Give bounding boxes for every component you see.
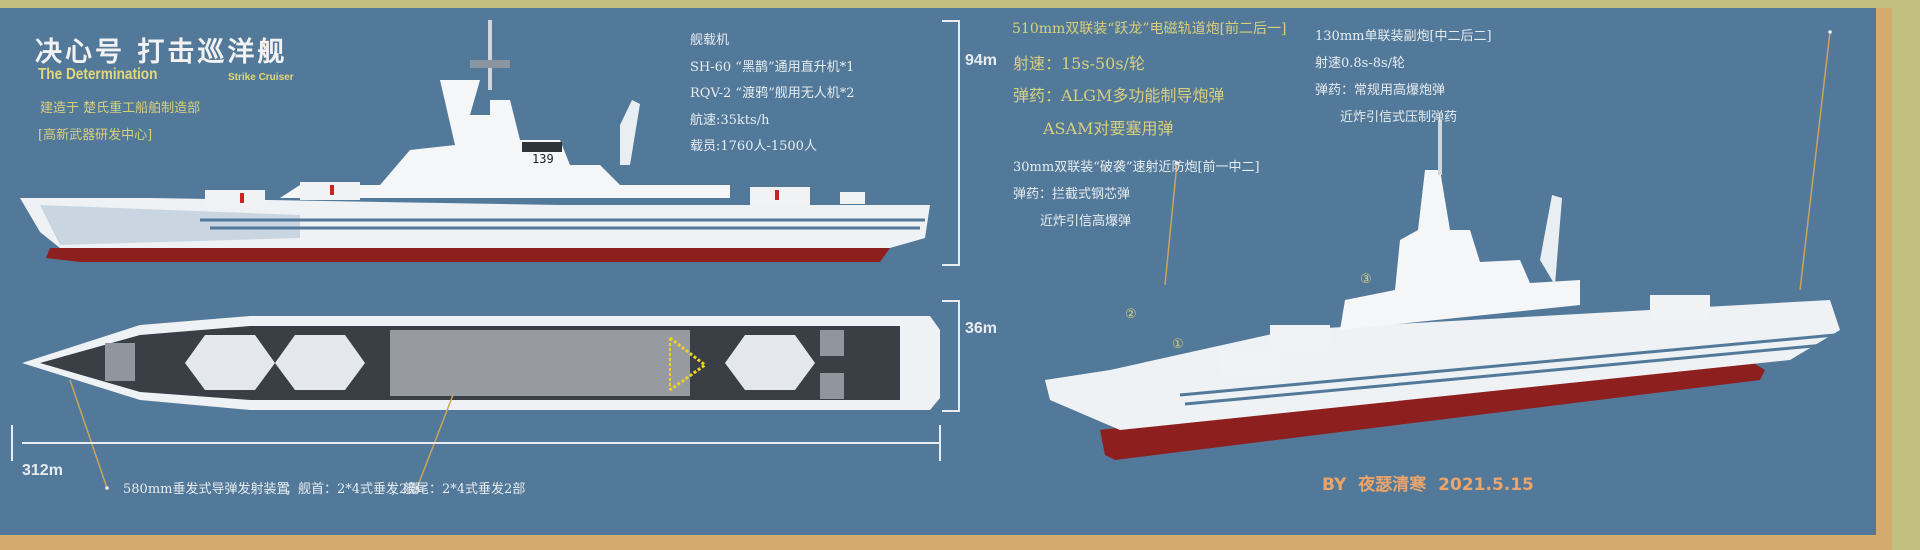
ciws-ammo-1: 弹药：拦截式钢芯弹 [1013, 187, 1131, 202]
speed-spec: 航速:35kts/h [690, 113, 770, 128]
aircraft-label: 舰载机 [690, 33, 730, 48]
ciws-ammo-2: 近炸引信高爆弹 [1040, 214, 1132, 229]
mast-icon [488, 20, 492, 90]
height-dimension-line [958, 20, 960, 266]
marker-1: ① [1172, 337, 1184, 352]
secondary-gun-name: 130mm单联装副炮[中二后二] [1315, 29, 1492, 44]
secondary-gun-rate: 射速0.8s-8s/轮 [1315, 56, 1406, 71]
frame-border-bottom [0, 535, 1892, 550]
ship-side-view: 139 [20, 20, 930, 262]
main-gun-ammo-2: ASAM对要塞用弹 [1043, 119, 1174, 138]
height-label: 94m [965, 52, 998, 69]
author-credit: BY 夜瑟清寒 2021.5.15 [1322, 475, 1534, 495]
ship-top-view [22, 316, 940, 410]
frame-border-right [1876, 8, 1892, 550]
hull-number: 139 [532, 152, 554, 166]
helicopter-spec: SH-60 “黑鹊”通用直升机*1 [690, 60, 855, 75]
length-label: 312m [22, 462, 63, 479]
ship-perspective-view [1045, 120, 1840, 460]
beam-label: 36m [965, 320, 998, 337]
dim-tick [942, 264, 960, 266]
main-gun-name: 510mm双联装“跃龙”电磁轨道炮[前二后一] [1012, 21, 1287, 37]
vls-bow: ；舰首：2*4式垂发2部 [285, 482, 421, 497]
ship-title: 决心号 打击巡洋舰 [35, 37, 288, 68]
crew-spec: 载员:1760人-1500人 [690, 139, 817, 154]
length-dimension-line-full [22, 442, 940, 444]
builder-dept: [高新武器研发中心] [38, 128, 153, 143]
marker-2: ② [1125, 307, 1137, 322]
ciws-name: 30mm双联装“破袭”速射近防炮[前一中二] [1013, 160, 1260, 175]
leader-lines [69, 31, 1831, 489]
vls-stern: ；舰尾：2*4式垂发2部 [390, 482, 526, 497]
ship-class-en: Strike Cruiser [228, 72, 294, 83]
ship-title-en: The Determination [38, 66, 158, 83]
drone-spec: RQV-2 “渡鸦”舰用无人机*2 [690, 86, 855, 101]
secondary-gun-ammo-1: 弹药：常规用高爆炮弹 [1315, 83, 1446, 98]
main-gun-ammo-1: 弹药：ALGM多功能制导炮弹 [1013, 86, 1225, 105]
poster-panel [0, 8, 1876, 535]
dim-tick [942, 20, 960, 22]
main-gun-rate: 射速：15s-50s/轮 [1013, 54, 1145, 73]
vls-name: 580mm垂发式导弹发射装置 [123, 482, 290, 497]
dim-tick [939, 425, 941, 461]
secondary-gun-ammo-2: 近炸引信式压制弹药 [1340, 110, 1458, 125]
dim-tick [942, 410, 960, 412]
marker-3: ③ [1360, 272, 1372, 287]
dim-tick [11, 425, 13, 461]
builder: 建造于 楚氏重工船舶制造部 [40, 101, 201, 116]
dim-tick [942, 300, 960, 302]
beam-dimension-line [958, 300, 960, 412]
